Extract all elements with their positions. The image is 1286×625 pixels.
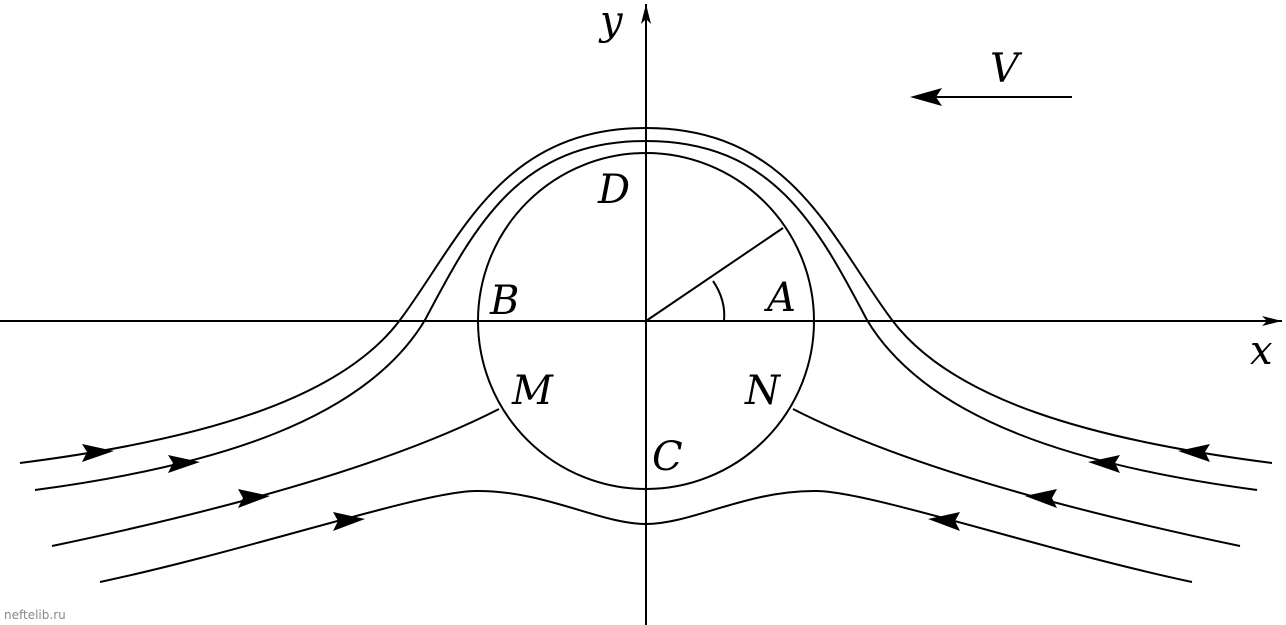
flow-arrow-icon — [1178, 444, 1210, 462]
point-b-label: B — [489, 278, 519, 324]
streamline-to-point-m — [51, 408, 500, 547]
flow-arrow-icon — [238, 489, 270, 508]
flow-arrow-icon — [333, 512, 365, 531]
angle-arc — [712, 280, 726, 322]
streamline-lower — [99, 489, 1193, 583]
velocity-arrow-icon — [910, 88, 942, 106]
streamline-from-point-n — [792, 408, 1241, 547]
cylinder-circle — [477, 152, 815, 490]
y-axis-label: y — [598, 0, 624, 44]
point-d-label: D — [597, 167, 630, 213]
watermark: neftelib.ru — [4, 608, 66, 622]
flow-arrow-icon — [82, 444, 114, 462]
flow-arrow-icon — [1025, 489, 1057, 508]
streamline-upper-outer — [19, 126, 1273, 464]
radius-line — [645, 227, 784, 322]
point-m-label: M — [511, 368, 554, 414]
x-axis-label: x — [1250, 328, 1273, 374]
flow-arrow-icon — [928, 512, 960, 531]
flow-arrow-icon — [168, 455, 200, 473]
flow-arrow-icon — [1088, 455, 1120, 473]
streamline-upper-inner — [34, 139, 1258, 491]
point-a-label: A — [763, 275, 796, 321]
point-n-label: N — [744, 368, 782, 414]
velocity-label: V — [990, 46, 1023, 92]
point-c-label: C — [652, 434, 683, 480]
